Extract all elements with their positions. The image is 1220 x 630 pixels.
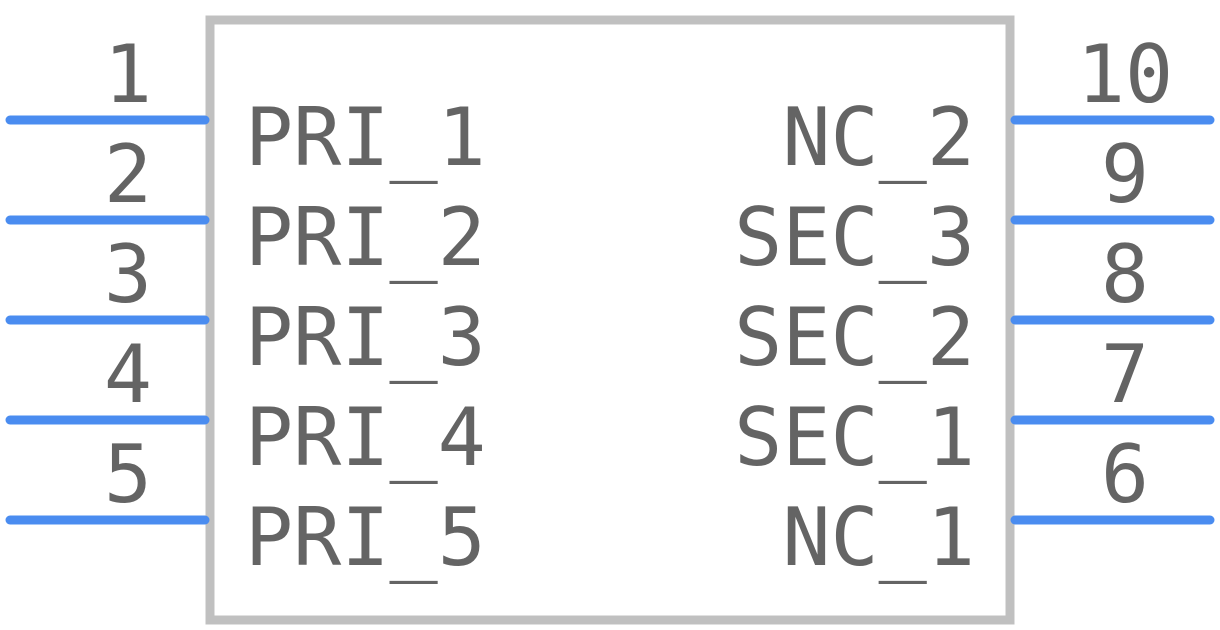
- pin-label-9: SEC_3: [734, 191, 975, 284]
- pin-label-4: PRI_4: [245, 391, 486, 484]
- pin-label-8: SEC_2: [734, 291, 975, 384]
- pin-label-6: NC_1: [782, 491, 975, 584]
- pin-number-10: 10: [1077, 28, 1173, 121]
- pin-label-10: NC_2: [782, 91, 975, 184]
- pin-number-2: 2: [104, 128, 152, 221]
- pin-number-4: 4: [104, 328, 152, 421]
- pin-number-3: 3: [104, 228, 152, 321]
- component-body: [205, 15, 1015, 625]
- pin-number-1: 1: [104, 28, 152, 121]
- pin-label-1: PRI_1: [245, 91, 486, 184]
- pin-label-3: PRI_3: [245, 291, 486, 384]
- pin-label-2: PRI_2: [245, 191, 486, 284]
- pin-label-7: SEC_1: [734, 391, 975, 484]
- pin-number-6: 6: [1101, 428, 1149, 521]
- pin-number-8: 8: [1101, 228, 1149, 321]
- pin-label-5: PRI_5: [245, 491, 486, 584]
- pin-number-7: 7: [1101, 328, 1149, 421]
- pin-number-5: 5: [104, 428, 152, 521]
- pin-number-9: 9: [1101, 128, 1149, 221]
